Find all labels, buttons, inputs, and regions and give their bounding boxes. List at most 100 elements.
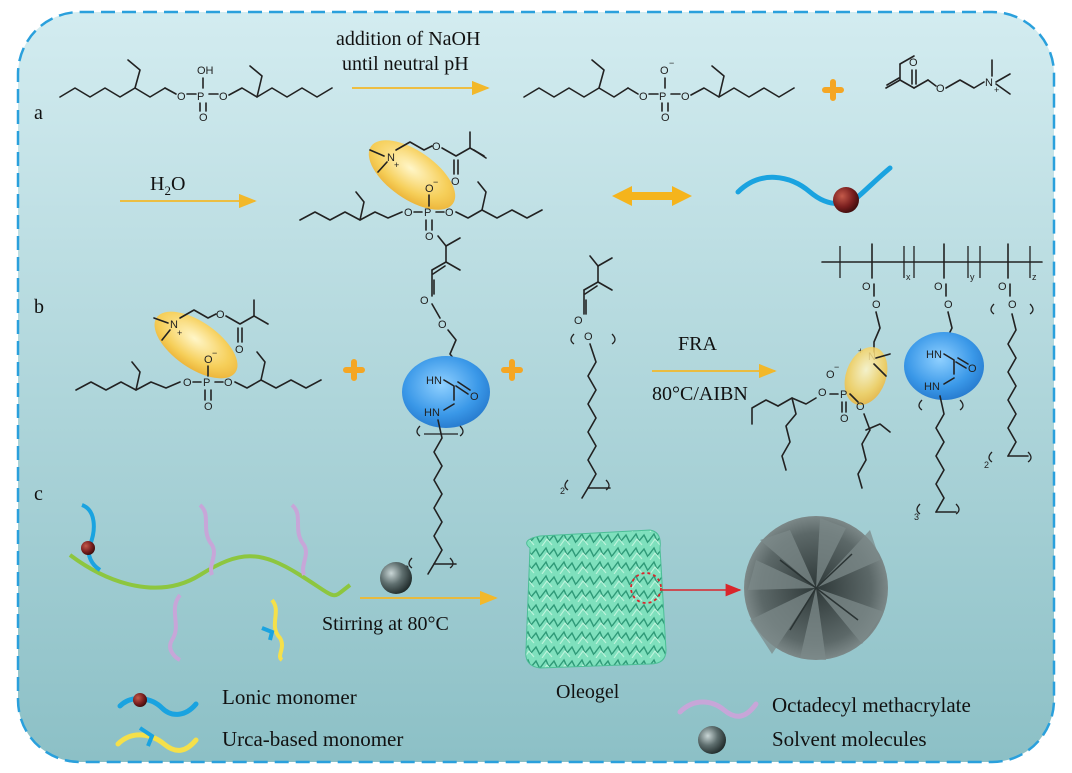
legend-ionic-icon [117, 693, 199, 717]
svg-text:HN: HN [926, 349, 942, 361]
svg-text:O: O [451, 176, 460, 188]
svg-text:P: P [424, 207, 431, 219]
solvent-molecule-icon [380, 562, 412, 594]
svg-text:O: O [934, 281, 943, 293]
svg-text:O: O [183, 377, 192, 389]
plus-icon [343, 359, 365, 381]
svg-text:O: O [224, 377, 233, 389]
svg-text:O: O [219, 91, 228, 103]
svg-text:O: O [574, 315, 583, 327]
panel-label-b: b [34, 296, 44, 318]
oleogel-block [525, 529, 667, 669]
ion-pair-monomer-a: N + O O O − P O O O [299, 131, 543, 243]
svg-text:2: 2 [984, 460, 989, 470]
condition-naoh: addition of NaOH [336, 28, 480, 50]
condition-fra: FRA [678, 333, 717, 355]
svg-text:P: P [840, 389, 847, 401]
svg-text:N: N [985, 77, 993, 89]
svg-text:O: O [432, 141, 441, 153]
svg-text:O: O [856, 401, 865, 413]
flower-microstructure-image [744, 516, 888, 660]
bis-ethylhexyl-phosphate-acid: O P OH O O [59, 59, 333, 124]
svg-text:O: O [199, 112, 208, 124]
condition-aibn: 80°C/AIBN [652, 383, 748, 405]
ion-pair-monomer-b: N + O O O − P O O O [75, 299, 322, 413]
svg-text:+: + [994, 85, 999, 95]
svg-text:O: O [818, 387, 827, 399]
svg-text:O: O [660, 65, 669, 77]
svg-text:O: O [438, 319, 447, 331]
terpolymer-structure: x y z O O N + O − O P O O O O [751, 243, 1043, 522]
octadecyl-methacrylate-monomer: O O 2 [560, 255, 616, 499]
legend: Lonic monomer Urca-based monomer Octadec… [115, 685, 971, 754]
urea-highlight-ellipse [402, 356, 490, 428]
svg-text:−: − [669, 58, 674, 68]
svg-text:O: O [177, 91, 186, 103]
condition-stirring: Stirring at 80°C [322, 613, 449, 635]
polymer-chain-cartoon [68, 503, 352, 662]
svg-text:O: O [235, 344, 244, 356]
svg-text:N: N [170, 319, 178, 331]
legend-octadecyl-icon [677, 699, 759, 719]
svg-text:O: O [909, 57, 918, 69]
svg-text:HN: HN [426, 375, 442, 387]
svg-text:z: z [1032, 272, 1037, 282]
ionic-monomer-cartoon [735, 165, 893, 213]
svg-text:O: O [216, 309, 225, 321]
svg-text:+: + [394, 160, 399, 170]
bis-ethylhexyl-phosphate-anion: O P O − O O [523, 58, 795, 124]
svg-text:O: O [998, 281, 1007, 293]
panel-label-a: a [34, 102, 43, 124]
svg-text:−: − [212, 348, 217, 358]
svg-text:N: N [387, 152, 395, 164]
svg-text:O: O [470, 391, 479, 403]
svg-text:2: 2 [560, 486, 565, 496]
svg-text:O: O [661, 112, 670, 124]
svg-text:O: O [404, 207, 413, 219]
equivalence-double-arrow [612, 186, 692, 206]
svg-text:−: − [834, 362, 839, 372]
svg-text:O: O [584, 331, 593, 343]
legend-solvent-label: Solvent molecules [772, 727, 927, 751]
solvent-label: H2O [150, 173, 185, 198]
svg-text:O: O [936, 83, 945, 95]
oleogel-label: Oleogel [556, 681, 620, 703]
svg-text:O: O [639, 91, 648, 103]
svg-text:O: O [204, 401, 213, 413]
svg-text:O: O [420, 295, 429, 307]
legend-urea-icon [115, 726, 199, 753]
svg-text:P: P [197, 91, 204, 103]
legend-octadecyl-label: Octadecyl methacrylate [772, 693, 971, 717]
svg-text:O: O [425, 231, 434, 243]
svg-text:+: + [177, 328, 182, 338]
svg-text:O: O [840, 413, 849, 425]
methacryloyloxyethyl-trimethylammonium: O O N + [885, 55, 1011, 95]
condition-neutral-ph: until neutral pH [342, 53, 469, 75]
svg-text:O: O [425, 183, 434, 195]
svg-text:HN: HN [924, 381, 940, 393]
svg-text:O: O [1008, 299, 1017, 311]
svg-text:O: O [204, 354, 213, 366]
svg-text:O: O [445, 207, 454, 219]
svg-text:HN: HN [424, 407, 440, 419]
svg-text:P: P [203, 377, 210, 389]
panel-label-c: c [34, 483, 43, 505]
svg-text:O: O [862, 281, 871, 293]
plus-icon [501, 359, 523, 381]
legend-ionic-label: Lonic monomer [222, 685, 357, 709]
svg-text:O: O [826, 369, 835, 381]
svg-text:O: O [968, 363, 977, 375]
svg-text:x: x [906, 272, 911, 282]
ionic-highlight-ellipse [368, 140, 456, 210]
legend-solvent-icon [698, 726, 726, 754]
plus-icon [822, 79, 844, 101]
legend-urea-label: Urca-based monomer [222, 727, 403, 751]
svg-text:O: O [872, 299, 881, 311]
zoom-region-circle [630, 572, 662, 604]
svg-text:3: 3 [914, 512, 919, 522]
svg-text:OH: OH [197, 65, 214, 77]
svg-text:O: O [681, 91, 690, 103]
svg-text:y: y [970, 272, 975, 282]
